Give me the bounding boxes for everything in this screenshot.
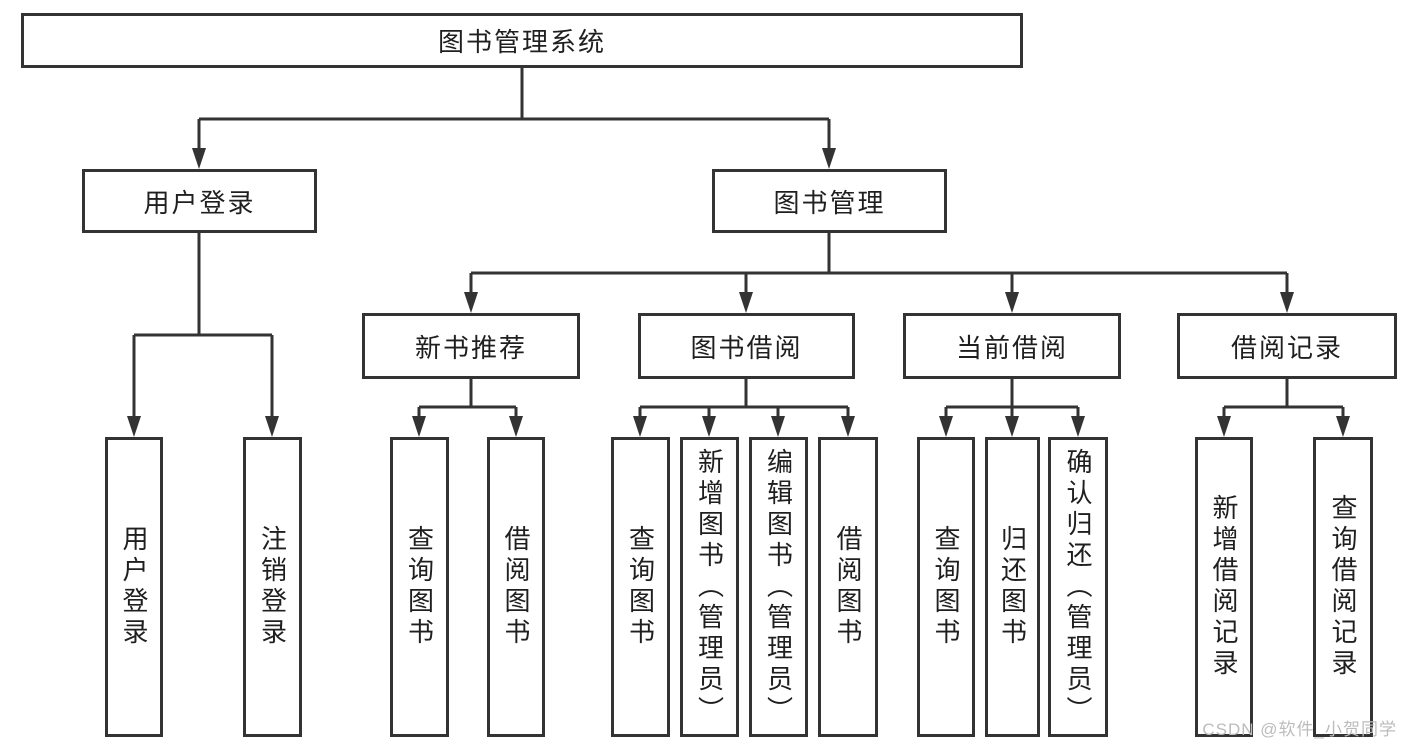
- connector-segment: [1005, 292, 1019, 313]
- node-label: 图书借阅: [690, 332, 803, 363]
- node-label: 用户登录: [143, 187, 256, 218]
- leaf-logout: 注销登录: [243, 437, 302, 737]
- connector-segment: [633, 416, 647, 437]
- leaf-return-book: 归还图书: [985, 437, 1040, 737]
- node-library-management-system: 图书管理系统: [21, 13, 1023, 68]
- node-label: 查询图书: [404, 525, 435, 649]
- leaf-borrow-books: 借阅图书: [818, 437, 878, 737]
- node-label: 借阅图书: [833, 525, 863, 649]
- leaf-query-books-recommend: 查询图书: [390, 437, 449, 737]
- leaf-confirm-return-admin: 确认归还（管理员）: [1048, 437, 1108, 737]
- leaf-edit-book-admin: 编辑图书（管理员）: [749, 437, 808, 737]
- connector-segment: [464, 292, 478, 313]
- connector-segment: [1005, 416, 1019, 437]
- leaf-query-books-current: 查询图书: [917, 437, 975, 737]
- csdn-watermark: CSDN @软件_小贺同学: [1202, 720, 1397, 739]
- node-label: 查询图书: [625, 525, 656, 649]
- connector-segment: [265, 416, 279, 437]
- connector-segment: [702, 416, 716, 437]
- leaf-query-borrow-record: 查询借阅记录: [1313, 437, 1373, 737]
- node-label: 新增图书（管理员）: [694, 447, 725, 727]
- node-label: 借阅图书: [501, 525, 531, 649]
- connector-segment: [192, 148, 206, 169]
- node-book-management: 图书管理: [712, 169, 947, 233]
- connector-segment: [412, 416, 426, 437]
- node-label: 编辑图书（管理员）: [763, 447, 794, 727]
- node-label: 查询借阅记录: [1328, 494, 1358, 680]
- node-label: 借阅记录: [1230, 332, 1343, 363]
- node-label: 新书推荐: [414, 332, 527, 363]
- node-borrowing-records: 借阅记录: [1177, 313, 1397, 379]
- node-book-borrowing: 图书借阅: [638, 313, 855, 379]
- connector-segment: [1280, 292, 1294, 313]
- node-label: 注销登录: [257, 525, 288, 649]
- node-label: 归还图书: [997, 525, 1028, 649]
- connector-segment: [127, 416, 141, 437]
- node-label: 图书管理: [773, 187, 886, 218]
- node-current-borrowing: 当前借阅: [903, 313, 1121, 379]
- leaf-add-book-admin: 新增图书（管理员）: [680, 437, 739, 737]
- leaf-user-login: 用户登录: [105, 437, 163, 737]
- node-label: 用户登录: [119, 525, 149, 649]
- leaf-add-borrow-record: 新增借阅记录: [1195, 437, 1253, 737]
- connector-segment: [1217, 416, 1231, 437]
- node-user-login: 用户登录: [82, 169, 317, 233]
- connector-segment: [1336, 416, 1350, 437]
- leaf-borrow-books-recommend: 借阅图书: [487, 437, 545, 737]
- connector-segment: [1071, 416, 1085, 437]
- node-label: 新增借阅记录: [1209, 494, 1239, 680]
- connector-segment: [771, 416, 785, 437]
- node-new-book-recommendation: 新书推荐: [362, 313, 580, 379]
- node-label: 查询图书: [931, 525, 961, 649]
- connector-segment: [509, 416, 523, 437]
- node-label: 确认归还（管理员）: [1063, 447, 1093, 727]
- connector-segment: [939, 416, 953, 437]
- connector-segment: [739, 292, 753, 313]
- leaf-query-books-borrow: 查询图书: [611, 437, 670, 737]
- node-label: 图书管理系统: [437, 27, 606, 57]
- node-label: 当前借阅: [955, 332, 1068, 363]
- connector-segment: [841, 416, 855, 437]
- connector-segment: [822, 148, 836, 169]
